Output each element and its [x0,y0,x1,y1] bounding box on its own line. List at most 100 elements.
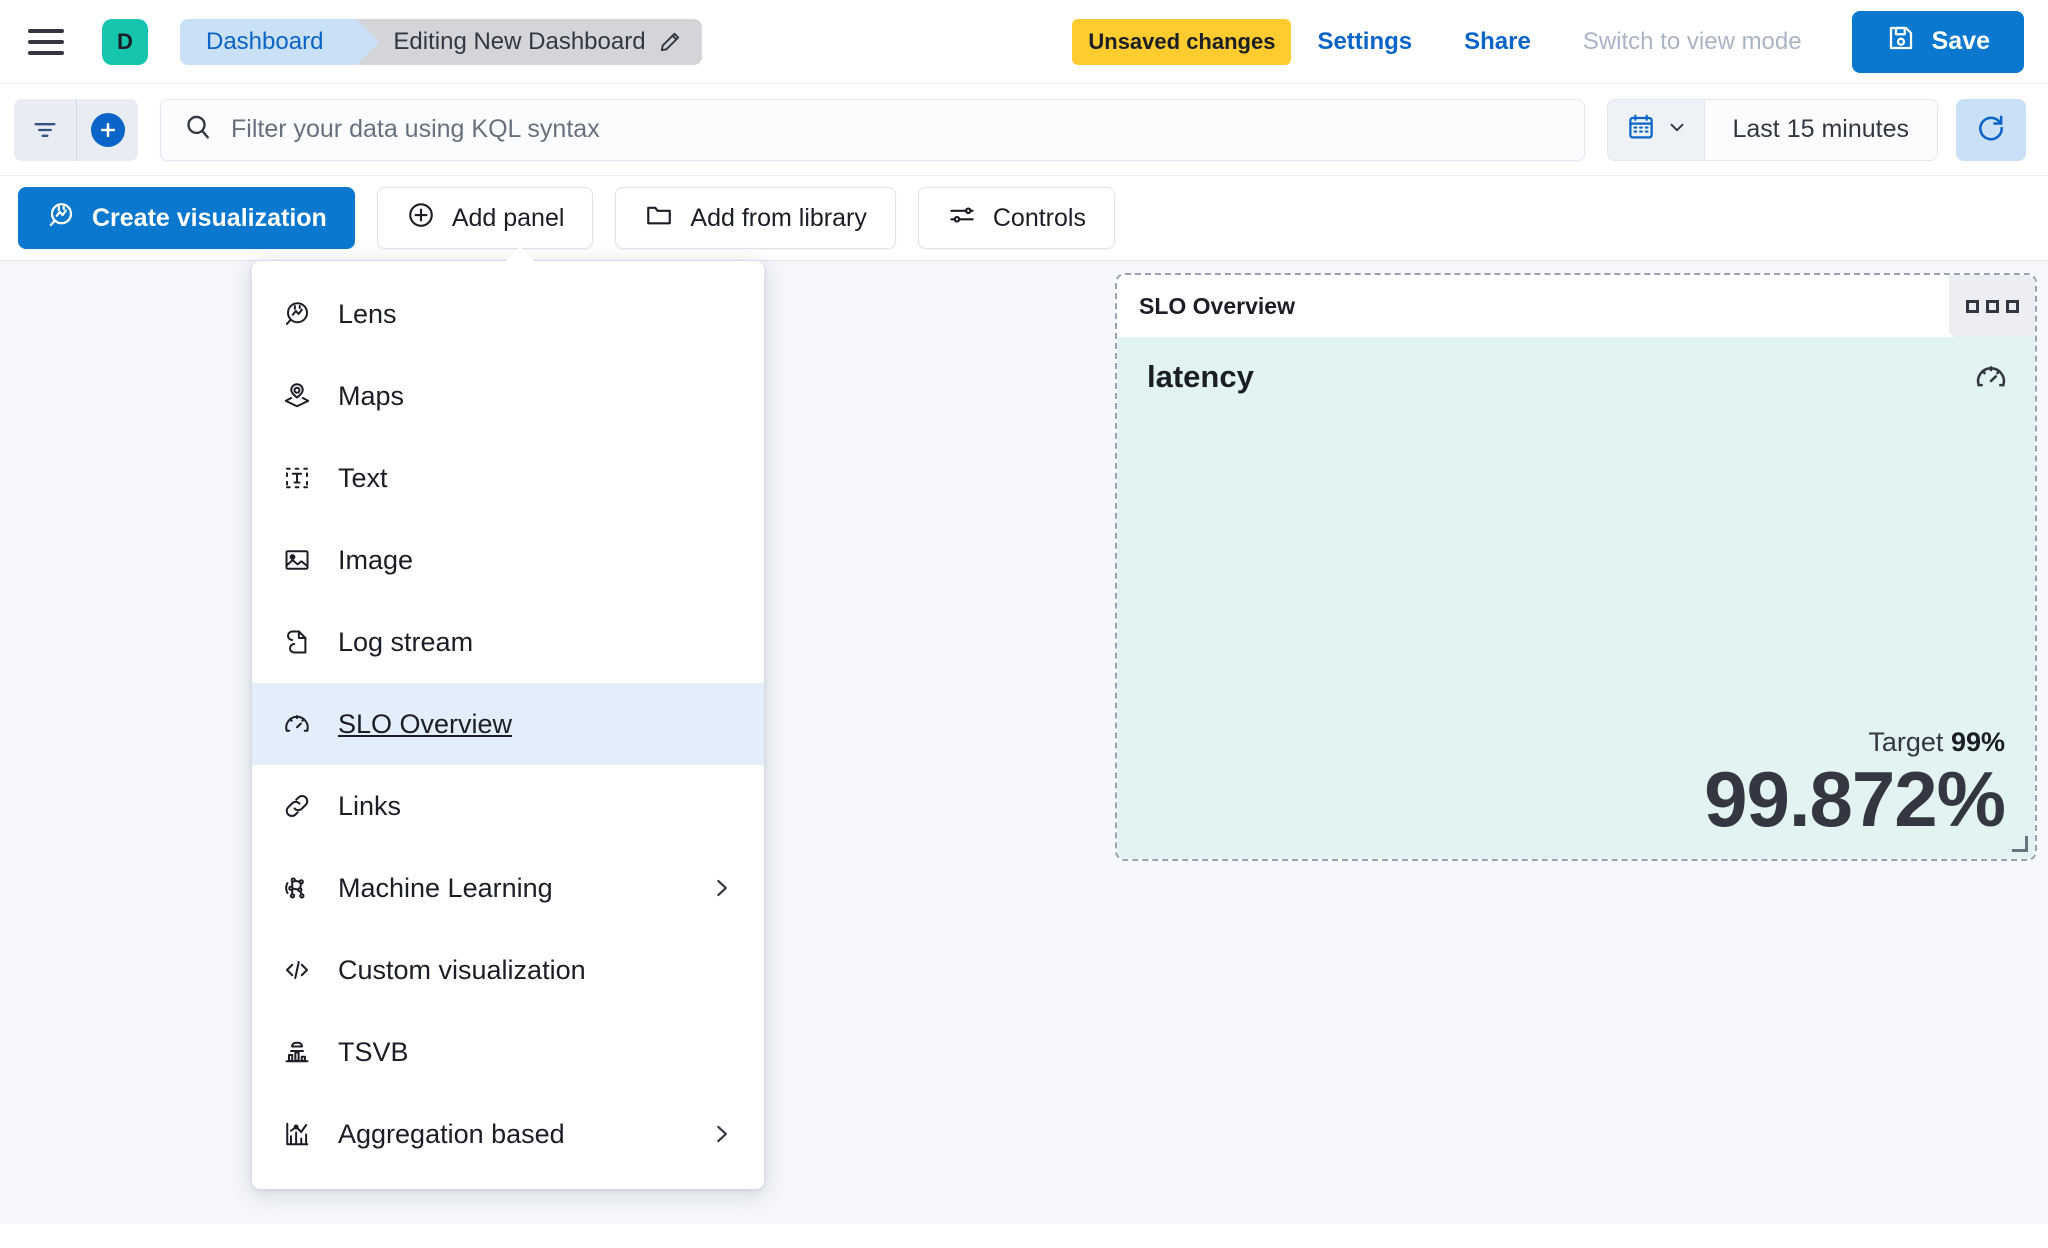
status-badge-unsaved[interactable]: Unsaved changes [1072,18,1292,65]
log-stream-icon [282,627,312,657]
gauge-icon [282,709,312,739]
panel-title: SLO Overview [1139,292,1295,319]
breadcrumb-dashboard-label: Dashboard [206,27,324,55]
plus-in-circle-icon [406,200,436,237]
add-panel-label: Add panel [451,203,565,232]
breadcrumb-current-label: Editing New Dashboard [393,27,646,55]
menu-item-image[interactable]: Image [252,519,764,601]
slo-target: Target 99% [1704,727,2005,758]
chevron-right-icon [708,1121,734,1147]
add-filter-button[interactable] [76,98,138,161]
link-icon [282,791,312,821]
slo-target-value: 99% [1950,727,2005,758]
panel-resize-handle[interactable] [2012,836,2028,852]
menu-item-label: Custom visualization [338,954,586,985]
menu-item-tsvb[interactable]: TSVB [252,1011,764,1093]
breadcrumb-dashboard[interactable]: Dashboard [180,18,380,65]
save-disk-icon [1886,23,1916,60]
three-dots-icon[interactable] [1949,275,2035,337]
code-icon [282,955,312,985]
search-field-wrapper[interactable] [160,98,1585,161]
slo-metric-name: latency [1147,359,1254,394]
app-header: D Dashboard Editing New Dashboard Unsave… [0,0,2048,84]
add-panel-button[interactable]: Add panel [376,187,594,249]
refresh-icon [1975,112,2007,147]
hamburger-icon[interactable] [28,21,70,63]
folder-icon [644,200,674,237]
breadcrumb: Dashboard Editing New Dashboard [180,18,702,65]
date-picker: Last 15 minutes [1606,98,1938,161]
sliders-icon [947,200,977,237]
hamburger-bar [28,28,64,33]
menu-item-lens[interactable]: Lens [252,273,764,355]
menu-item-machine-learning[interactable]: Machine Learning [252,847,764,929]
header-actions: Unsaved changes Settings Share Switch to… [1072,10,2024,73]
create-visualization-button[interactable]: Create visualization [18,187,355,249]
settings-link[interactable]: Settings [1317,27,1413,55]
hamburger-bar [28,39,64,44]
menu-item-label: Text [338,462,388,493]
refresh-button[interactable] [1956,98,2026,161]
menu-item-label: Lens [338,298,397,329]
menu-item-log-stream[interactable]: Log stream [252,601,764,683]
map-pin-layers-icon [282,381,312,411]
dot [1965,299,1979,313]
menu-item-label: TSVB [338,1036,409,1067]
panel-header: SLO Overview [1117,275,2035,337]
menu-item-maps[interactable]: Maps [252,355,764,437]
add-from-library-label: Add from library [690,203,867,232]
dot [1985,299,1999,313]
gauge-icon [1973,359,2009,400]
slo-sli-value: 99.872% [1704,755,2006,844]
calendar-icon [1626,112,1656,147]
menu-item-label: Image [338,544,414,575]
slo-overview-panel[interactable]: SLO Overview latency Target 99% [1115,273,2037,861]
save-button-label: Save [1931,27,1990,55]
machine-learning-icon [282,873,312,903]
lens-icon [282,299,312,329]
dot [2005,299,2019,313]
pencil-icon[interactable] [658,30,682,54]
menu-item-label: Machine Learning [338,872,553,903]
image-icon [282,545,312,575]
create-visualization-label: Create visualization [92,203,327,232]
panel-body: latency Target 99% 99.872% [1117,337,2035,859]
controls-label: Controls [992,203,1086,232]
dashboard-toolbar: Create visualization Add panel Add from … [0,176,2048,260]
share-link[interactable]: Share [1464,27,1531,55]
menu-item-custom-visualization[interactable]: Custom visualization [252,929,764,1011]
menu-item-aggregation-based[interactable]: Aggregation based [252,1093,764,1175]
search-input[interactable] [231,115,1562,144]
switch-to-view-mode-link[interactable]: Switch to view mode [1582,27,1802,55]
menu-item-text[interactable]: Text [252,437,764,519]
menu-item-label: Maps [338,380,405,411]
breadcrumb-current[interactable]: Editing New Dashboard [357,18,702,65]
menu-item-label: Log stream [338,626,474,657]
hamburger-bar [28,50,64,55]
controls-button[interactable]: Controls [917,187,1115,249]
filter-controls [14,98,138,161]
slo-values: Target 99% 99.872% [1704,727,2006,844]
space-avatar[interactable]: D [102,18,148,65]
text-box-icon [282,463,312,493]
menu-item-label: SLO Overview [338,708,513,739]
tsvb-chart-icon [282,1037,312,1067]
menu-item-slo-overview[interactable]: SLO Overview [252,683,764,765]
search-icon [183,112,213,147]
query-bar: Last 15 minutes [0,84,2048,176]
filter-icon[interactable] [14,98,76,161]
add-from-library-button[interactable]: Add from library [615,187,896,249]
save-button[interactable]: Save [1851,10,2024,73]
menu-item-label: Links [338,790,402,821]
plus-circle-icon [90,112,125,147]
slo-target-label: Target [1868,727,1944,758]
menu-item-links[interactable]: Links [252,765,764,847]
date-quick-select-button[interactable] [1607,99,1705,160]
chevron-down-icon [1666,116,1688,143]
chevron-right-icon [708,875,734,901]
menu-item-label: Aggregation based [338,1118,565,1149]
time-range-label[interactable]: Last 15 minutes [1732,115,1910,143]
lens-icon [46,200,76,237]
